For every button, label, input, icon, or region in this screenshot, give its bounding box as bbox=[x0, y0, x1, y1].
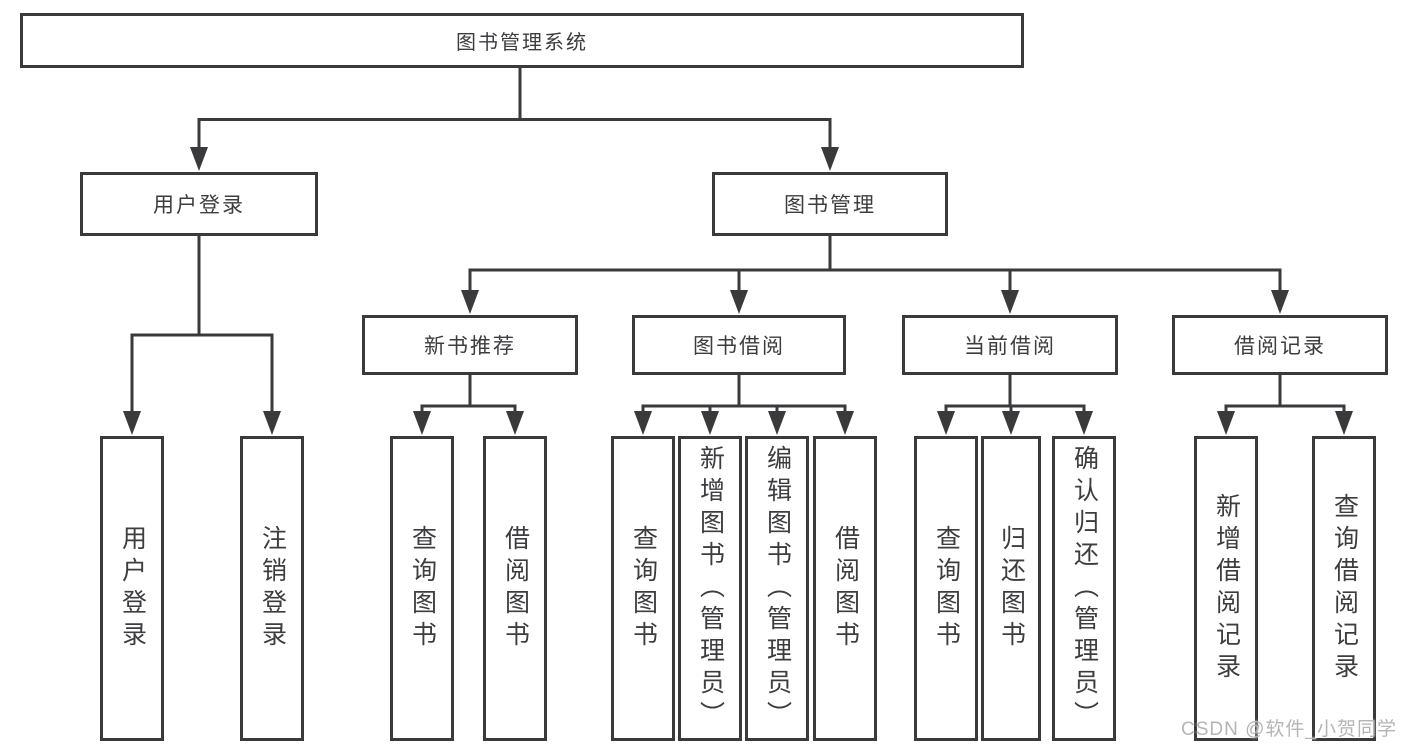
leaf-borrow-books: 借阅图书 bbox=[813, 436, 877, 741]
leaf-add-borrow-record: 新增借阅记录 bbox=[1194, 436, 1258, 741]
node-label: 查询图书 bbox=[629, 524, 658, 653]
leaf-return-books: 归还图书 bbox=[981, 436, 1041, 741]
node-label: 借阅图书 bbox=[831, 524, 860, 653]
node-book-borrowing: 图书借阅 bbox=[632, 315, 846, 375]
node-library-management-system: 图书管理系统 bbox=[20, 13, 1024, 68]
node-label: 图书管理 bbox=[784, 194, 876, 217]
node-label: 借阅记录 bbox=[1234, 335, 1326, 358]
node-label: 归还图书 bbox=[997, 524, 1026, 653]
node-label: 查询借阅记录 bbox=[1330, 492, 1359, 685]
node-label: 查询图书 bbox=[408, 524, 437, 653]
node-label: 注销登录 bbox=[258, 524, 287, 653]
node-user-login: 用户登录 bbox=[80, 172, 318, 236]
leaf-add-book-admin: 新增图书（管理员） bbox=[678, 436, 742, 741]
node-label: 新书推荐 bbox=[424, 335, 516, 358]
node-book-management: 图书管理 bbox=[712, 172, 948, 236]
node-label: 当前借阅 bbox=[964, 335, 1056, 358]
leaf-logout: 注销登录 bbox=[240, 436, 304, 741]
node-label: 确认归还（管理员） bbox=[1070, 444, 1099, 733]
node-new-book-recommendation: 新书推荐 bbox=[362, 315, 578, 375]
node-label: 新增图书（管理员） bbox=[696, 444, 725, 733]
leaf-query-borrow-record: 查询借阅记录 bbox=[1312, 436, 1376, 741]
leaf-query-books-recommend: 查询图书 bbox=[390, 436, 454, 741]
node-label: 用户登录 bbox=[153, 194, 245, 217]
leaf-query-books-borrow: 查询图书 bbox=[611, 436, 675, 741]
leaf-confirm-return-admin: 确认归还（管理员） bbox=[1052, 436, 1116, 741]
node-borrowing-records: 借阅记录 bbox=[1172, 315, 1388, 375]
leaf-query-books-current: 查询图书 bbox=[914, 436, 978, 741]
node-label: 查询图书 bbox=[932, 524, 961, 653]
node-current-borrowing: 当前借阅 bbox=[902, 315, 1118, 375]
node-label: 编辑图书（管理员） bbox=[763, 444, 792, 733]
csdn-watermark: CSDN @软件_小贺同学 bbox=[1181, 719, 1397, 740]
node-label: 图书借阅 bbox=[693, 335, 785, 358]
node-label: 借阅图书 bbox=[501, 524, 530, 653]
leaf-user-login: 用户登录 bbox=[100, 436, 164, 741]
leaf-edit-book-admin: 编辑图书（管理员） bbox=[745, 436, 809, 741]
leaf-borrow-books-recommend: 借阅图书 bbox=[483, 436, 547, 741]
node-label: 用户登录 bbox=[118, 524, 147, 653]
node-label: 新增借阅记录 bbox=[1212, 492, 1241, 685]
node-label: 图书管理系统 bbox=[456, 32, 588, 54]
